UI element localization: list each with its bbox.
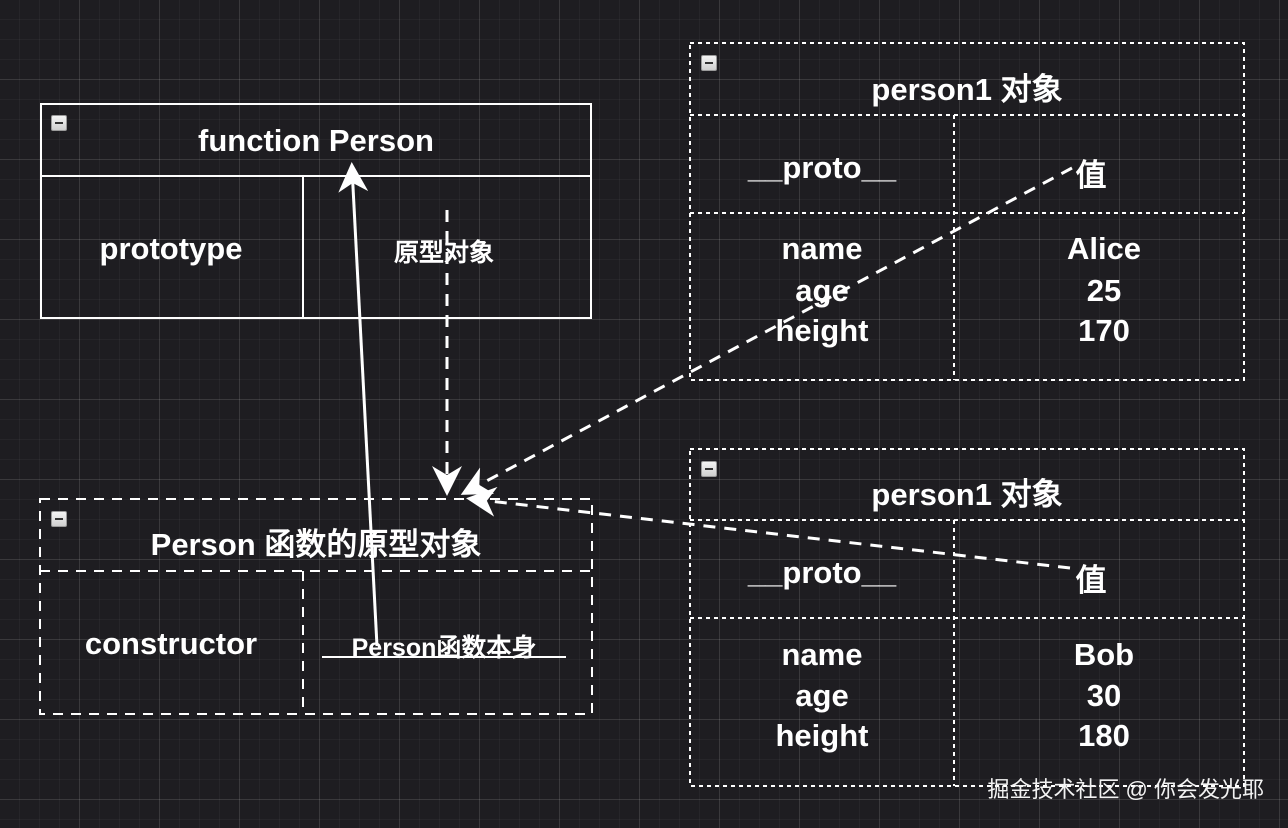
prop-value-height: 170 xyxy=(1078,313,1130,348)
function-person-box[interactable]: function Person prototype 原型对象 xyxy=(40,103,592,319)
prop-value-age: 30 xyxy=(1086,678,1122,713)
prototype-box-frame xyxy=(39,498,593,715)
constructor-key: constructor xyxy=(84,626,258,661)
prototype-value: 原型对象 xyxy=(393,239,494,267)
prop-key-name: name xyxy=(781,637,863,672)
proto-key: __proto__ xyxy=(747,555,897,590)
watermark-text: 掘金技术社区 @ 你会发光耶 xyxy=(987,777,1264,802)
function-person-header-divider xyxy=(40,175,592,177)
constructor-arrow[interactable] xyxy=(338,162,379,647)
constructor-value: Person函数本身 xyxy=(351,634,537,662)
prototype-object-box[interactable]: Person 函数的原型对象 constructor Person函数本身 xyxy=(40,499,592,714)
prop-key-age: age xyxy=(795,678,849,713)
collapse-icon[interactable] xyxy=(701,55,717,71)
prop-key-height: height xyxy=(775,313,869,348)
prop-key-age: age xyxy=(795,273,849,308)
proto-key: __proto__ xyxy=(747,150,897,185)
prop-key-name: name xyxy=(781,231,863,266)
person-bob-box[interactable]: person1 对象 __proto__ 值 name age height B… xyxy=(690,449,1244,786)
function-person-title: function Person xyxy=(198,123,434,158)
function-person-frame xyxy=(40,103,592,319)
bob-proto-arrow[interactable] xyxy=(466,486,1071,570)
collapse-icon[interactable] xyxy=(51,115,67,131)
person-alice-box[interactable]: person1 对象 __proto__ 值 name age height A… xyxy=(690,43,1244,380)
collapse-icon[interactable] xyxy=(701,461,717,477)
proto-value: 值 xyxy=(1075,563,1107,598)
collapse-icon[interactable] xyxy=(51,511,67,527)
person-alice-title: person1 对象 xyxy=(871,72,1063,107)
person-alice-frame xyxy=(689,42,1245,381)
prototype-object-title: Person 函数的原型对象 xyxy=(150,527,482,562)
prop-value-age: 25 xyxy=(1086,273,1122,308)
prop-key-height: height xyxy=(775,718,869,753)
prop-value-name: Alice xyxy=(1066,231,1142,266)
proto-value: 值 xyxy=(1075,158,1107,193)
prop-value-height: 180 xyxy=(1078,718,1130,753)
alice-proto-arrow[interactable] xyxy=(460,166,1073,495)
function-person-column-divider xyxy=(302,175,304,319)
person-bob-frame xyxy=(689,448,1245,787)
prop-value-name: Bob xyxy=(1073,637,1135,672)
prototype-key: prototype xyxy=(99,231,243,266)
person-bob-title: person1 对象 xyxy=(871,477,1063,512)
